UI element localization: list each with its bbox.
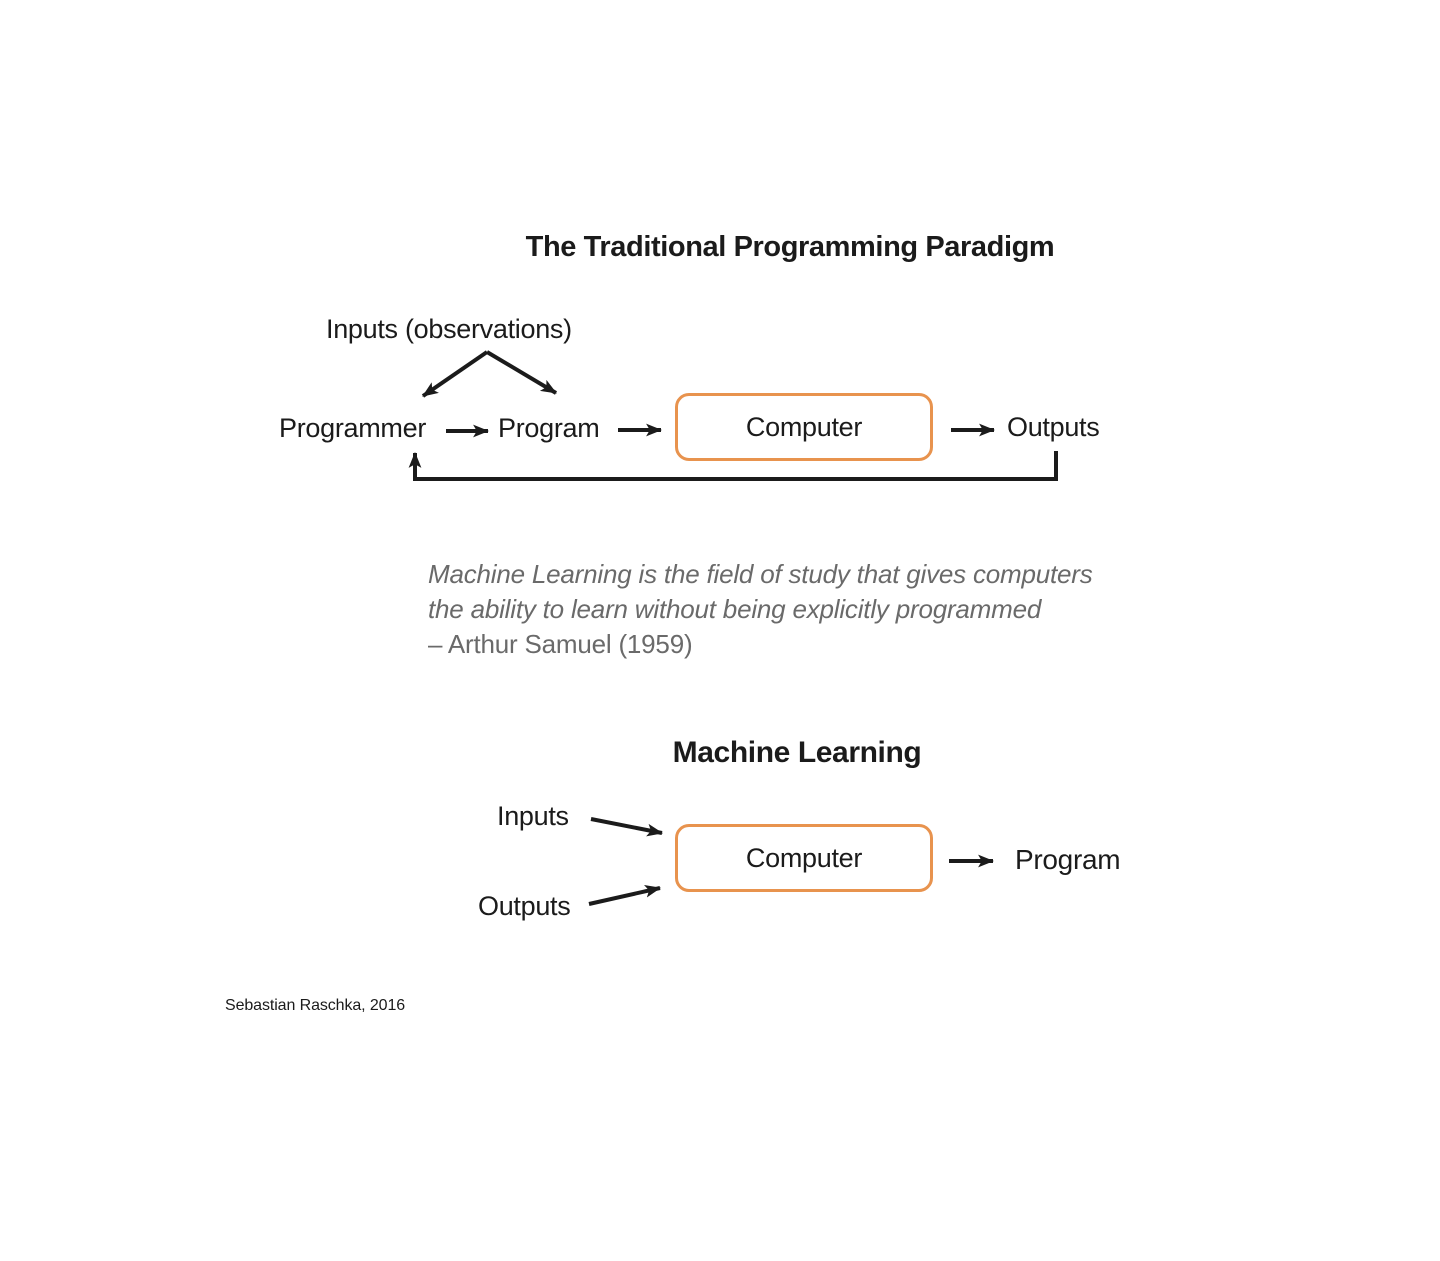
- outputs-label: Outputs: [1007, 412, 1100, 442]
- programmer-label: Programmer: [279, 413, 427, 443]
- quote-attribution: – Arthur Samuel (1959): [428, 629, 693, 659]
- traditional-section-title: The Traditional Programming Paradigm: [525, 231, 1055, 263]
- traditional-computer-box: Computer: [675, 393, 933, 461]
- arthur-samuel-quote: Machine Learning is the field of study t…: [428, 557, 1188, 662]
- arrow-ml-outputs-to-computer: [588, 885, 662, 906]
- program-label: Program: [498, 413, 600, 443]
- ml-program-label: Program: [1015, 844, 1121, 875]
- arrow-inputs-to-programmer: [421, 350, 489, 398]
- quote-line-2: the ability to learn without being expli…: [428, 594, 1042, 624]
- traditional-computer-label: Computer: [745, 411, 863, 442]
- ml-inputs-label: Inputs: [497, 801, 569, 831]
- arrow-inputs-to-program: [485, 350, 558, 395]
- quote-line-1: Machine Learning is the field of study t…: [428, 559, 1093, 589]
- author-credit: Sebastian Raschka, 2016: [225, 997, 406, 1014]
- ml-outputs-label: Outputs: [478, 891, 571, 921]
- ml-computer-box: Computer: [675, 824, 933, 892]
- ml-computer-label: Computer: [745, 842, 863, 873]
- ml-section-title: Machine Learning: [672, 736, 922, 769]
- inputs-observations-label: Inputs (observations): [326, 314, 572, 344]
- arrow-ml-inputs-to-computer: [590, 817, 664, 837]
